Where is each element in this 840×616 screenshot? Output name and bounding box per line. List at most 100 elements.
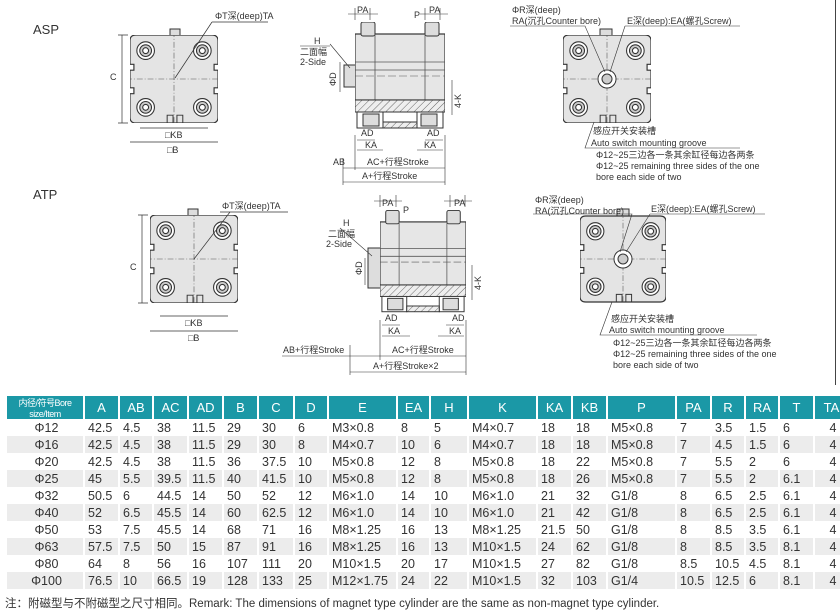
- table-cell: 12: [398, 470, 429, 487]
- atp-pa-left-label: PA: [382, 198, 393, 208]
- table-cell: 16: [298, 522, 312, 537]
- table-cell: M10×1.5: [332, 556, 381, 571]
- table-cell: M5×0.8: [608, 436, 675, 453]
- table-cell: 4.5: [712, 436, 744, 453]
- table-cell: 13: [434, 522, 448, 537]
- table-cell: 42.5: [88, 454, 113, 469]
- table-cell: 4: [815, 470, 840, 487]
- table-cell: 8: [680, 522, 687, 537]
- column-header: KB: [573, 396, 606, 419]
- atp-t-label: ΦT深(deep)TA: [222, 201, 281, 211]
- table-cell: 64: [88, 556, 102, 571]
- asp-ka-right-label: KA: [424, 140, 436, 150]
- bore-size-cell: Φ100: [7, 572, 83, 589]
- table-cell: 14: [192, 488, 206, 503]
- table-cell: G1/8: [611, 522, 639, 537]
- table-cell: 22: [576, 454, 590, 469]
- table-cell: 56: [157, 556, 171, 571]
- asp-c-label: C: [110, 72, 117, 82]
- asp-note-cn: Φ12~25三边各一条其余缸径每边各两条: [596, 149, 754, 160]
- column-header: R: [712, 396, 744, 419]
- column-header: D: [295, 396, 327, 419]
- table-cell: 87: [224, 538, 257, 555]
- table-cell: G1/4: [608, 572, 675, 589]
- table-cell: 60: [224, 504, 257, 521]
- technical-drawing: ASP ΦT深(deep)TA C □KB □B PA P PA H 二面幅 2…: [33, 5, 777, 375]
- table-cell: 18: [576, 420, 590, 435]
- table-cell: 7: [680, 454, 687, 469]
- table-cell: 76.5: [85, 572, 118, 589]
- table-cell: 8.1: [780, 538, 813, 555]
- table-cell: 6.1: [780, 504, 813, 521]
- table-cell: 6: [783, 420, 790, 435]
- table-cell: 5: [434, 420, 441, 435]
- atp-b-label: □B: [188, 333, 199, 343]
- table-cell: 19: [189, 572, 222, 589]
- atp-two-side-cn-label: 二面幅: [328, 228, 355, 239]
- table-cell: 10: [120, 572, 152, 589]
- asp-groove-label: Auto switch mounting groove: [591, 138, 707, 148]
- table-cell: 16: [401, 522, 415, 537]
- table-cell: 6: [780, 436, 813, 453]
- table-cell: 8.1: [780, 572, 813, 589]
- table-cell: 36: [227, 454, 241, 469]
- table-cell: M6×1.0: [332, 488, 375, 503]
- table-cell: 8: [431, 470, 467, 487]
- table-cell: 4.5: [123, 420, 141, 435]
- remark-note: 注：附磁型与不附磁型之尺寸相同。Remark: The dimensions o…: [5, 598, 660, 610]
- asp-e-label: E深(deep):EA(螺孔Screw): [627, 16, 732, 26]
- table-cell: 42.5: [85, 436, 118, 453]
- table-cell: M5×0.8: [469, 470, 536, 487]
- table-cell: 6.1: [780, 470, 813, 487]
- table-cell: 4: [815, 436, 840, 453]
- table-cell: 39.5: [154, 470, 187, 487]
- table-cell: 29: [227, 420, 241, 435]
- table-cell: 4: [829, 454, 837, 469]
- table-cell: G1/8: [611, 488, 639, 503]
- table-cell: 91: [259, 538, 293, 555]
- table-cell: 66.5: [154, 572, 187, 589]
- table-cell: 18: [541, 420, 555, 435]
- table-cell: 4: [815, 572, 840, 589]
- table-cell: 6.1: [783, 522, 801, 537]
- table-cell: 11.5: [192, 420, 216, 435]
- asp-groove-cn-label: 感应开关安装槽: [593, 125, 656, 136]
- table-cell: 24: [538, 538, 571, 555]
- table-cell: 16: [295, 538, 327, 555]
- table-cell: 3.5: [715, 420, 733, 435]
- table-cell: 4.5: [749, 556, 767, 571]
- asp-two-side-cn-label: 二面幅: [300, 46, 327, 57]
- table-cell: M8×1.25: [472, 522, 521, 537]
- table-cell: M3×0.8: [332, 420, 375, 435]
- table-cell: 10.5: [715, 556, 740, 571]
- table-cell: 12: [401, 454, 415, 469]
- column-header: AC: [154, 396, 187, 419]
- table-cell: 11.5: [189, 436, 222, 453]
- atp-ad-right-label: AD: [452, 313, 465, 323]
- table-cell: 6: [298, 420, 305, 435]
- table-cell: 2.5: [746, 504, 778, 521]
- atp-kb-label: □KB: [185, 318, 202, 328]
- table-cell: M5×0.8: [608, 470, 675, 487]
- table-cell: 10: [398, 436, 429, 453]
- table-cell: 38: [157, 454, 171, 469]
- table-cell: 4.5: [123, 454, 141, 469]
- asp-a-stroke-label: A+行程Stroke: [362, 170, 417, 181]
- table-cell: 45.5: [154, 504, 187, 521]
- column-header: AD: [189, 396, 222, 419]
- asp-ac-stroke-label: AC+行程Stroke: [367, 156, 429, 167]
- table-cell: 21: [541, 488, 555, 503]
- table-cell: 12: [298, 488, 312, 503]
- table-cell: 14: [192, 522, 206, 537]
- table-cell: 6: [123, 488, 130, 503]
- table-cell: 45.5: [157, 522, 182, 537]
- table-cell: 44.5: [157, 488, 182, 503]
- table-cell: 107: [227, 556, 248, 571]
- column-header: C: [259, 396, 293, 419]
- table-cell: 16: [398, 538, 429, 555]
- table-cell: 50: [154, 538, 187, 555]
